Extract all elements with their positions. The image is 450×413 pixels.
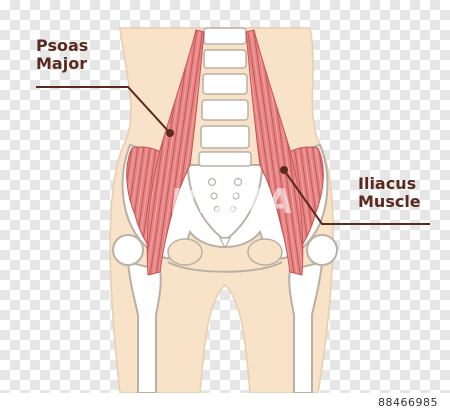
iliacus-pointer [280,166,430,225]
iliacus-label-line2: Muscle [358,192,421,212]
psoas-major-label: Psoas Major [36,36,89,74]
iliacus-muscle-label: Iliacus Muscle [358,174,421,212]
psoas-label-line2: Major [36,54,88,74]
psoas-label-line1: Psoas [36,36,89,55]
psoas-pointer [36,86,174,137]
credit-bar [0,393,450,413]
watermark: PIXTA [167,182,298,222]
sacrum [186,164,264,247]
right-psoas-major-muscle [245,29,304,276]
iliacus-label-line1: Iliacus [358,174,417,193]
image-credit: 88466985 [378,396,438,409]
left-psoas-major-muscle [146,29,205,276]
